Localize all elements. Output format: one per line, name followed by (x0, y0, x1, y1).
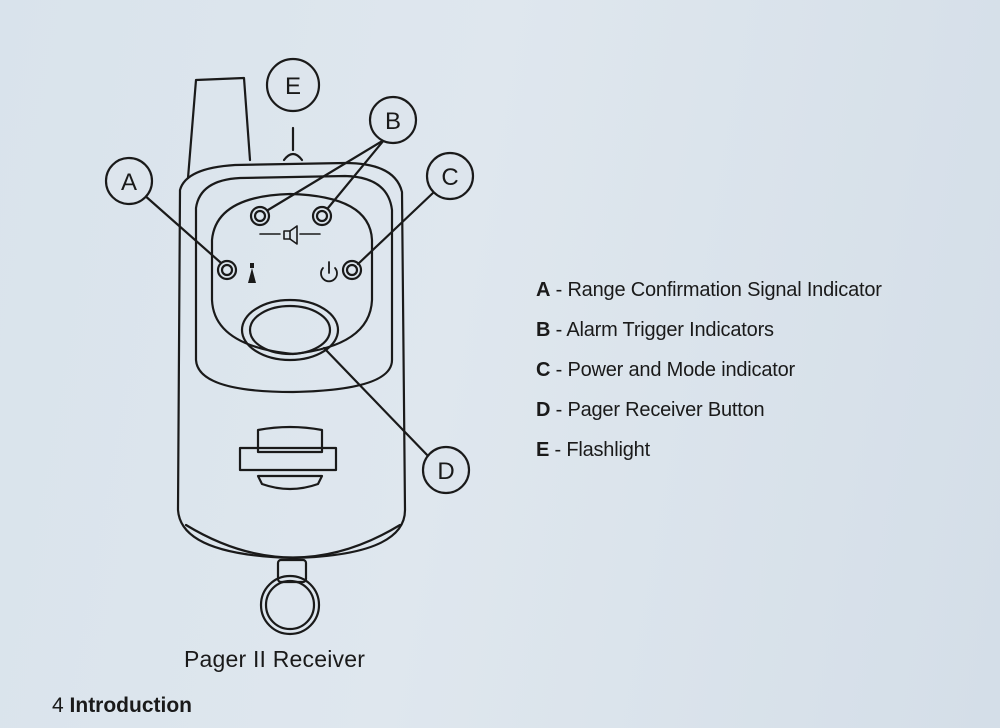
legend-key: A (536, 279, 551, 301)
callout-circle-d (421, 445, 471, 495)
callout-letter-b: B (385, 108, 401, 135)
alarm-indicator-led-right (311, 205, 333, 227)
page-number: 4 (52, 694, 64, 717)
alarm-indicator-led-left (249, 205, 271, 227)
legend-item-b: B - Alarm Trigger Indicators (536, 316, 882, 356)
callout-circle-b (368, 95, 418, 145)
legend-key: B (536, 319, 551, 341)
legend-label: Range Confirmation Signal Indicator (567, 279, 882, 301)
figure-caption: Pager II Receiver (184, 646, 366, 672)
legend-separator: - (550, 279, 568, 301)
power-indicator-led (341, 259, 363, 281)
legend-item-a: A - Range Confirmation Signal Indicator (536, 276, 882, 316)
legend-label: Alarm Trigger Indicators (566, 319, 774, 341)
legend-label: Flashlight (566, 439, 650, 461)
callout-circle-a (104, 156, 154, 206)
speaker-icon (259, 225, 321, 245)
page-footer: 4 Introduction (52, 694, 192, 718)
legend-separator: - (550, 359, 568, 381)
lanyard-ring (259, 574, 321, 636)
callout-letter-a: A (121, 169, 137, 196)
component-legend: A - Range Confirmation Signal Indicator … (536, 276, 882, 476)
signal-icon (248, 263, 256, 283)
legend-key: C (536, 359, 551, 381)
section-title: Introduction (69, 694, 193, 717)
legend-label: Pager Receiver Button (567, 399, 765, 421)
legend-separator: - (550, 399, 568, 421)
range-indicator-led (216, 259, 238, 281)
callout-letter-d: D (437, 458, 454, 485)
legend-separator: - (550, 319, 567, 341)
legend-item-e: E - Flashlight (536, 436, 882, 476)
callout-letter-c: C (441, 164, 458, 191)
pager-receiver-button (240, 298, 340, 362)
callout-circle-e (265, 57, 321, 113)
legend-label: Power and Mode indicator (567, 359, 795, 381)
shield-logo-icon (238, 425, 338, 491)
legend-separator: - (549, 439, 567, 461)
callout-circle-c (425, 151, 475, 201)
antenna (186, 76, 252, 180)
legend-key: E (536, 439, 550, 461)
power-icon (320, 261, 338, 283)
flashlight-nub (282, 152, 304, 162)
receiver-inner-outline (194, 174, 394, 394)
legend-key: D (536, 399, 551, 421)
legend-item-d: D - Pager Receiver Button (536, 396, 882, 436)
callout-letter-e: E (285, 73, 301, 100)
legend-item-c: C - Power and Mode indicator (536, 356, 882, 396)
